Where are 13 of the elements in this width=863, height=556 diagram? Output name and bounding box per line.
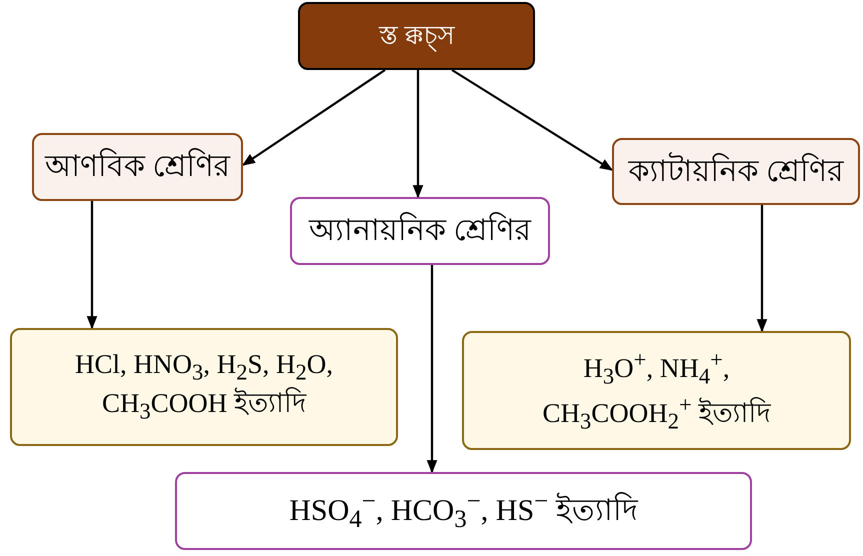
- arrow: [756, 205, 768, 332]
- arrow: [242, 69, 386, 166]
- title-box: স্ত ক্কচ্স: [298, 2, 535, 70]
- arrow: [451, 69, 614, 171]
- example-box: H$_{3}$O$^{+}$, NH$_{4}$$^{+}$, CH$_{3}$COOH$_{2}$$^{+}$ ইত্যাদি: [462, 331, 851, 450]
- example-box: HSO$_{4}$$^{−}$, HCO$_{3}$$^{−}$, HS$^{−}$ ইত্যাদি: [175, 472, 752, 550]
- category-box: আণবিক শ্রেণির: [32, 133, 243, 201]
- arrow: [86, 201, 98, 330]
- example-box: HCl, HNO$_{3}$, H$_{2}$S, H$_{2}$O, CH$_{3}$COOH ইত্যাদি: [10, 328, 398, 446]
- category-box: ক্যাটায়নিক শ্রেণির: [612, 138, 860, 205]
- category-box: অ্যানায়নিক শ্রেণির: [290, 197, 550, 265]
- arrow: [426, 265, 438, 474]
- arrow: [412, 70, 424, 198]
